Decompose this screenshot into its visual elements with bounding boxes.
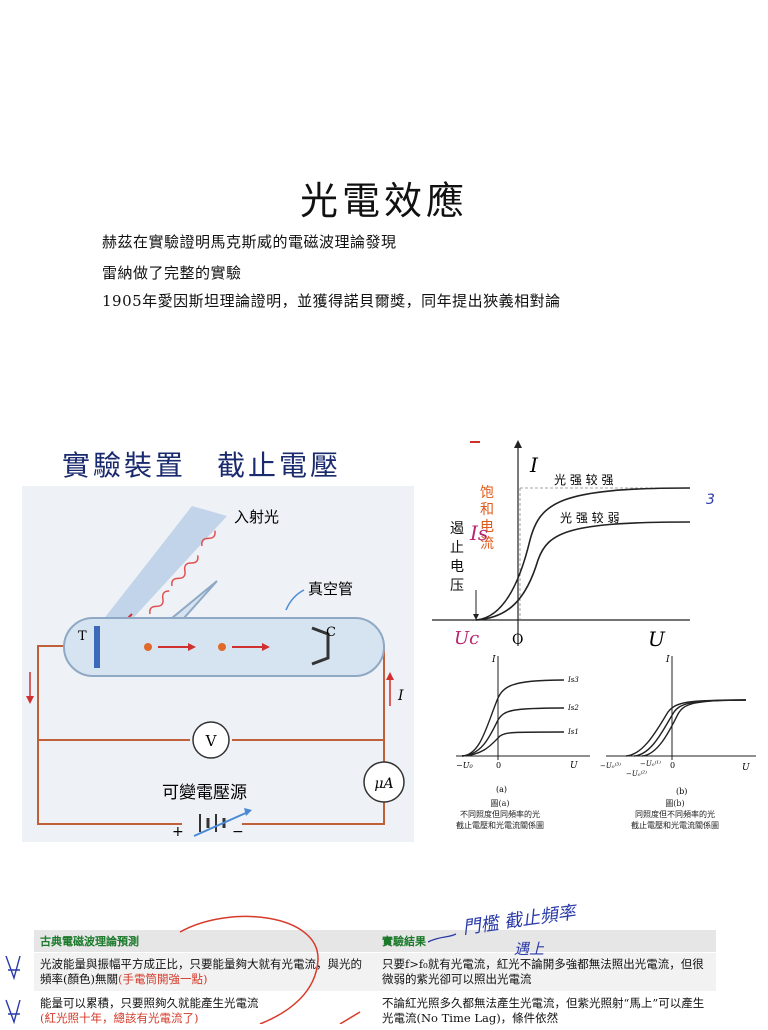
- cathode: [94, 626, 100, 668]
- red-circle-stroke: [180, 916, 318, 1024]
- graph-b-caption-2: 同照度但不同頻率的光: [610, 809, 740, 820]
- graph-a-caption-1: 圖(a): [440, 798, 560, 809]
- page-title: 光電效應: [0, 170, 768, 225]
- graph-a-is2: Is2: [567, 704, 579, 712]
- graph-a-y-label: I: [491, 655, 496, 665]
- handwriting-overlay: [0, 900, 768, 1024]
- anode-label: C: [326, 625, 336, 640]
- current-label: I: [397, 688, 404, 704]
- handwritten-note-2: 遇上: [514, 938, 544, 959]
- cutoff-label: 遏止电压: [450, 520, 466, 596]
- handwritten-a-1: [6, 956, 20, 978]
- section-title: 實驗裝置 截止電壓: [62, 444, 341, 484]
- graph-b-neg-1: −U₀⁽¹⁾: [640, 759, 661, 768]
- saturation-label: 饱和电流: [480, 485, 496, 553]
- curve-b1: [626, 700, 746, 756]
- cathode-label: T: [78, 629, 87, 644]
- main-iu-graph: I U O 光 强 较 强 光 强 较 弱 Is Uc 3: [430, 440, 700, 650]
- weak-label: 光 强 较 弱: [560, 510, 619, 525]
- graph-b-caption: 圖(b) 同照度但不同頻率的光 截止電壓和光電流關係圖: [610, 798, 740, 831]
- variable-source-label: 可變電壓源: [162, 783, 247, 803]
- cutoff-symbol: Uc: [454, 628, 479, 649]
- graph-a-tag: (a): [496, 785, 507, 794]
- vacuum-tube-pointer: [286, 590, 304, 610]
- curve-strong: [476, 488, 690, 620]
- graph-a-origin: 0: [496, 761, 501, 770]
- graph-b-y-label: I: [665, 655, 670, 665]
- origin-label: O: [512, 632, 523, 648]
- graph-b-neg-2: −U₀⁽²⁾: [626, 769, 647, 778]
- graph-a-caption: 圖(a) 不同照度但同頻率的光 截止電壓和光電流關係圖: [440, 798, 560, 831]
- graph-a-caption-3: 截止電壓和光電流關係圖: [440, 820, 560, 831]
- electron: [218, 643, 226, 651]
- curve-is3: [462, 680, 564, 756]
- graph-a-caption-2: 不同照度但同頻率的光: [440, 809, 560, 820]
- x-axis-label: U: [648, 627, 666, 650]
- handwritten-a-2: [6, 1000, 20, 1022]
- vacuum-tube-label: 真空管: [308, 580, 353, 598]
- minus-sign: −: [232, 824, 244, 840]
- strong-label: 光 强 较 强: [554, 472, 613, 487]
- graph-a-x-label: U: [570, 761, 578, 771]
- curve-weak: [476, 522, 690, 620]
- graph-b-x-label: U: [742, 763, 750, 773]
- graph-a-neg-label: −U₀: [456, 761, 473, 770]
- intro-line-2: 雷納做了完整的實驗: [102, 262, 242, 283]
- intro-line-1: 赫茲在實驗證明馬克斯威的電磁波理論發現: [102, 231, 397, 252]
- graph-b-origin: 0: [670, 761, 675, 770]
- graph-b-neg-3: −U₀⁽³⁾: [600, 761, 621, 770]
- apparatus-diagram: 入射光 真空管 T C V μA I 可變電壓源 + −: [22, 486, 414, 842]
- plus-sign: +: [172, 824, 184, 840]
- curve-is1: [462, 732, 564, 756]
- graph-a-is3: Is3: [567, 676, 579, 684]
- ammeter-label: μA: [374, 776, 393, 792]
- electron: [144, 643, 152, 651]
- graph-b-tag: (b): [676, 787, 687, 796]
- intro-line-3: 1905年愛因斯坦理論證明，並獲得諾貝爾獎，同年提出狹義相對論: [102, 290, 561, 311]
- curve-b2: [634, 700, 746, 756]
- voltmeter-label: V: [205, 732, 218, 750]
- graph-b-caption-3: 截止電壓和光電流關係圖: [610, 820, 740, 831]
- handwritten-note-3: 3: [706, 492, 715, 508]
- incident-light-label: 入射光: [234, 508, 279, 526]
- graph-b-caption-1: 圖(b): [610, 798, 740, 809]
- y-axis-label: I: [529, 453, 539, 477]
- graph-a-is1: Is1: [567, 728, 579, 736]
